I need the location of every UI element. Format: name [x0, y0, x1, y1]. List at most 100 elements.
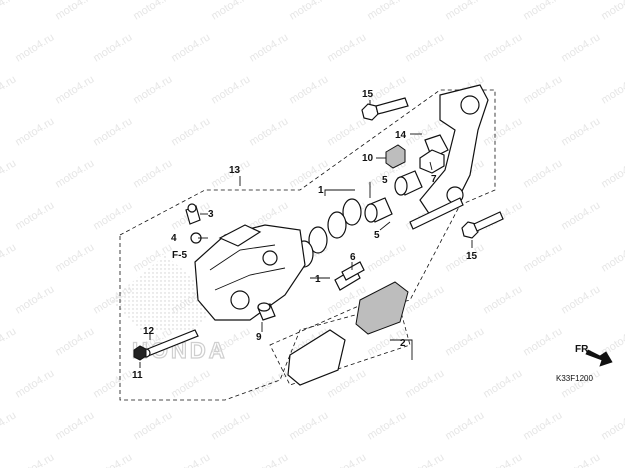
- watermark-text: moto4.ru: [53, 325, 96, 358]
- watermark-text: moto4.ru: [91, 451, 134, 468]
- watermark-text: moto4.ru: [481, 283, 524, 316]
- callout-10: 10: [362, 153, 374, 164]
- watermark-text: moto4.ru: [169, 367, 212, 400]
- watermark-text: moto4.ru: [131, 0, 174, 23]
- watermark-text: moto4.ru: [559, 115, 602, 148]
- slide-pin: [409, 197, 464, 230]
- watermark-text: moto4.ru: [521, 325, 564, 358]
- watermark-text: moto4.ru: [481, 367, 524, 400]
- watermark-text: moto4.ru: [169, 31, 212, 64]
- watermark-text: moto4.ru: [131, 73, 174, 106]
- watermark-text: moto4.ru: [403, 283, 446, 316]
- watermark-text: moto4.ru: [169, 451, 212, 468]
- watermark-text: moto4.ru: [443, 241, 486, 274]
- callout-f5: F-5: [172, 250, 187, 261]
- watermark-text: moto4.ru: [0, 157, 18, 190]
- bolt-15-lower: [461, 211, 504, 239]
- watermark-text: moto4.ru: [403, 367, 446, 400]
- leader-lines: [139, 100, 473, 368]
- watermark-text: moto4.ru: [0, 0, 18, 23]
- watermark-text: moto4.ru: [53, 0, 96, 23]
- callout-15-lower: 15: [466, 251, 478, 262]
- watermark-text: moto4.ru: [0, 241, 18, 274]
- watermark-text: moto4.ru: [13, 115, 56, 148]
- watermark-text: moto4.ru: [403, 451, 446, 468]
- callout-1-lower: 1: [315, 274, 321, 285]
- callout-13: 13: [229, 165, 241, 176]
- watermark-text: moto4.ru: [481, 451, 524, 468]
- watermark-text: moto4.ru: [247, 31, 290, 64]
- callout-4: 4: [171, 233, 177, 244]
- brake-pads-2: [287, 281, 409, 386]
- watermark-text: moto4.ru: [209, 0, 252, 23]
- watermark-text: moto4.ru: [53, 409, 96, 442]
- diagram-code: K33F1200: [556, 374, 593, 383]
- watermark-text: moto4.ru: [53, 241, 96, 274]
- watermark-text: moto4.ru: [443, 409, 486, 442]
- watermark-text: moto4.ru: [521, 241, 564, 274]
- callout-14: 14: [395, 130, 407, 141]
- callout-2: 2: [400, 338, 406, 349]
- pad-spring-7: [419, 149, 445, 174]
- watermark-text: moto4.ru: [559, 367, 602, 400]
- watermark-text: moto4.ru: [209, 409, 252, 442]
- pin-boot-10: [385, 144, 406, 169]
- watermark-text: moto4.ru: [169, 115, 212, 148]
- callout-7: 7: [431, 174, 437, 185]
- watermark-text: moto4.ru: [365, 241, 408, 274]
- watermark-text: moto4.ru: [521, 409, 564, 442]
- watermark-text: moto4.ru: [559, 199, 602, 232]
- watermark-text: moto4.ru: [559, 451, 602, 468]
- callout-5-lower: 5: [374, 230, 380, 241]
- front-arrow: FR.: [575, 344, 613, 367]
- watermark-text: moto4.ru: [91, 31, 134, 64]
- caliper-body: [194, 224, 306, 321]
- watermark-text: moto4.ru: [365, 0, 408, 23]
- watermark-text: moto4.ru: [559, 31, 602, 64]
- callout-5-upper: 5: [382, 175, 388, 186]
- callouts: 1 1 2 3 4 5 5 6 7 9 10 11 12 13 14 15 15…: [132, 89, 478, 381]
- callout-12: 12: [143, 326, 155, 337]
- watermark-text: moto4.ru: [247, 451, 290, 468]
- piston-5-lower: [364, 197, 393, 223]
- nut-11: [133, 345, 147, 361]
- bleed-screw-3: [185, 203, 201, 225]
- watermark-text: moto4.ru: [599, 73, 625, 106]
- callout-3: 3: [208, 209, 214, 220]
- watermark-text: moto4.ru: [599, 241, 625, 274]
- bolt-15-upper: [361, 97, 409, 121]
- caliper-bracket: [419, 84, 489, 216]
- group-2-outline: [269, 289, 411, 386]
- watermark-text: moto4.ru: [13, 451, 56, 468]
- watermark-text: moto4.ru: [521, 73, 564, 106]
- watermark-text: moto4.ru: [443, 325, 486, 358]
- callout-1-upper: 1: [318, 185, 324, 196]
- watermark-text: moto4.ru: [287, 409, 330, 442]
- front-arrow-icon: [585, 349, 613, 367]
- watermark-text: moto4.ru: [325, 31, 368, 64]
- watermark-text: moto4.ru: [287, 0, 330, 23]
- watermark-text: moto4.ru: [91, 115, 134, 148]
- callout-9: 9: [256, 332, 262, 343]
- pad-shim-6: [334, 261, 365, 291]
- bushing-9: [257, 302, 276, 321]
- watermark-text: moto4.ru: [53, 73, 96, 106]
- watermark-text: moto4.ru: [599, 157, 625, 190]
- watermark-text: moto4.ru: [443, 0, 486, 23]
- watermark-text: moto4.ru: [13, 199, 56, 232]
- watermark-text: moto4.ru: [247, 115, 290, 148]
- watermark-text: moto4.ru: [0, 325, 18, 358]
- watermark-text: moto4.ru: [481, 199, 524, 232]
- watermark-text: moto4.ru: [599, 409, 625, 442]
- watermark-text: moto4.ru: [0, 409, 18, 442]
- piston-5-upper: [394, 170, 423, 196]
- watermark-text: moto4.ru: [325, 115, 368, 148]
- front-arrow-label: FR.: [575, 344, 591, 355]
- watermark-text: moto4.ru: [13, 283, 56, 316]
- watermark-text: moto4.ru: [53, 157, 96, 190]
- watermark-text: moto4.ru: [521, 157, 564, 190]
- watermark-text: moto4.ru: [287, 157, 330, 190]
- watermark-text: moto4.ru: [325, 451, 368, 468]
- watermark-text: moto4.ru: [91, 199, 134, 232]
